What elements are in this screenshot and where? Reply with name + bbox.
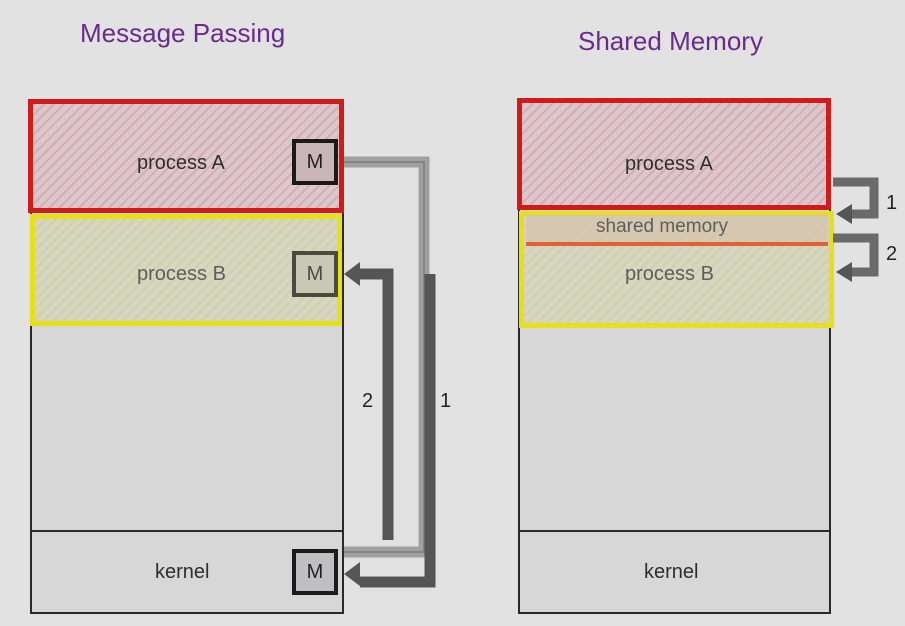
- sm-kernel-label: kernel: [644, 561, 699, 583]
- mp-arrow-1-label: 1: [440, 390, 452, 412]
- mp-process-a-label: process A: [137, 152, 225, 174]
- sm-arrow-2-shaft: [833, 233, 879, 277]
- mp-arrow-kernel-head: [344, 562, 360, 586]
- sm-arrow-2-head: [836, 262, 852, 282]
- mp-arrow-kernel-dark: [360, 274, 436, 588]
- sm-arrow-2-label: 2: [886, 243, 898, 265]
- sm-kernel-divider: [518, 530, 831, 532]
- sm-arrow-1-shaft: [833, 177, 879, 219]
- mp-kernel-divider: [30, 530, 344, 532]
- sm-shared-memory-label: shared memory: [596, 216, 728, 237]
- mp-message-box-kernel: M: [292, 549, 338, 595]
- mp-arrow-2-label: 2: [362, 390, 374, 412]
- mp-message-box-a: M: [292, 139, 338, 185]
- sm-process-b-label: process B: [625, 263, 714, 285]
- sm-process-a-region: [517, 98, 831, 210]
- mp-process-a-region: [28, 99, 344, 213]
- sm-arrow-1-head: [836, 204, 852, 224]
- mp-process-b-label: process B: [137, 263, 226, 285]
- sm-shared-memory-region: [526, 214, 828, 246]
- shared-memory-title: Shared Memory: [578, 26, 763, 56]
- mp-arrow-2-shaft: [356, 268, 394, 540]
- mp-message-box-b: M: [292, 251, 338, 297]
- mp-process-b-region: [30, 214, 342, 326]
- mp-arrow-1-light-edge: [344, 161, 425, 553]
- message-passing-title: Message Passing: [80, 18, 286, 48]
- mp-kernel-label: kernel: [155, 561, 210, 583]
- sm-process-a-label: process A: [625, 153, 713, 175]
- mp-arrow-2-head: [344, 262, 360, 286]
- sm-arrow-1-label: 1: [886, 192, 898, 214]
